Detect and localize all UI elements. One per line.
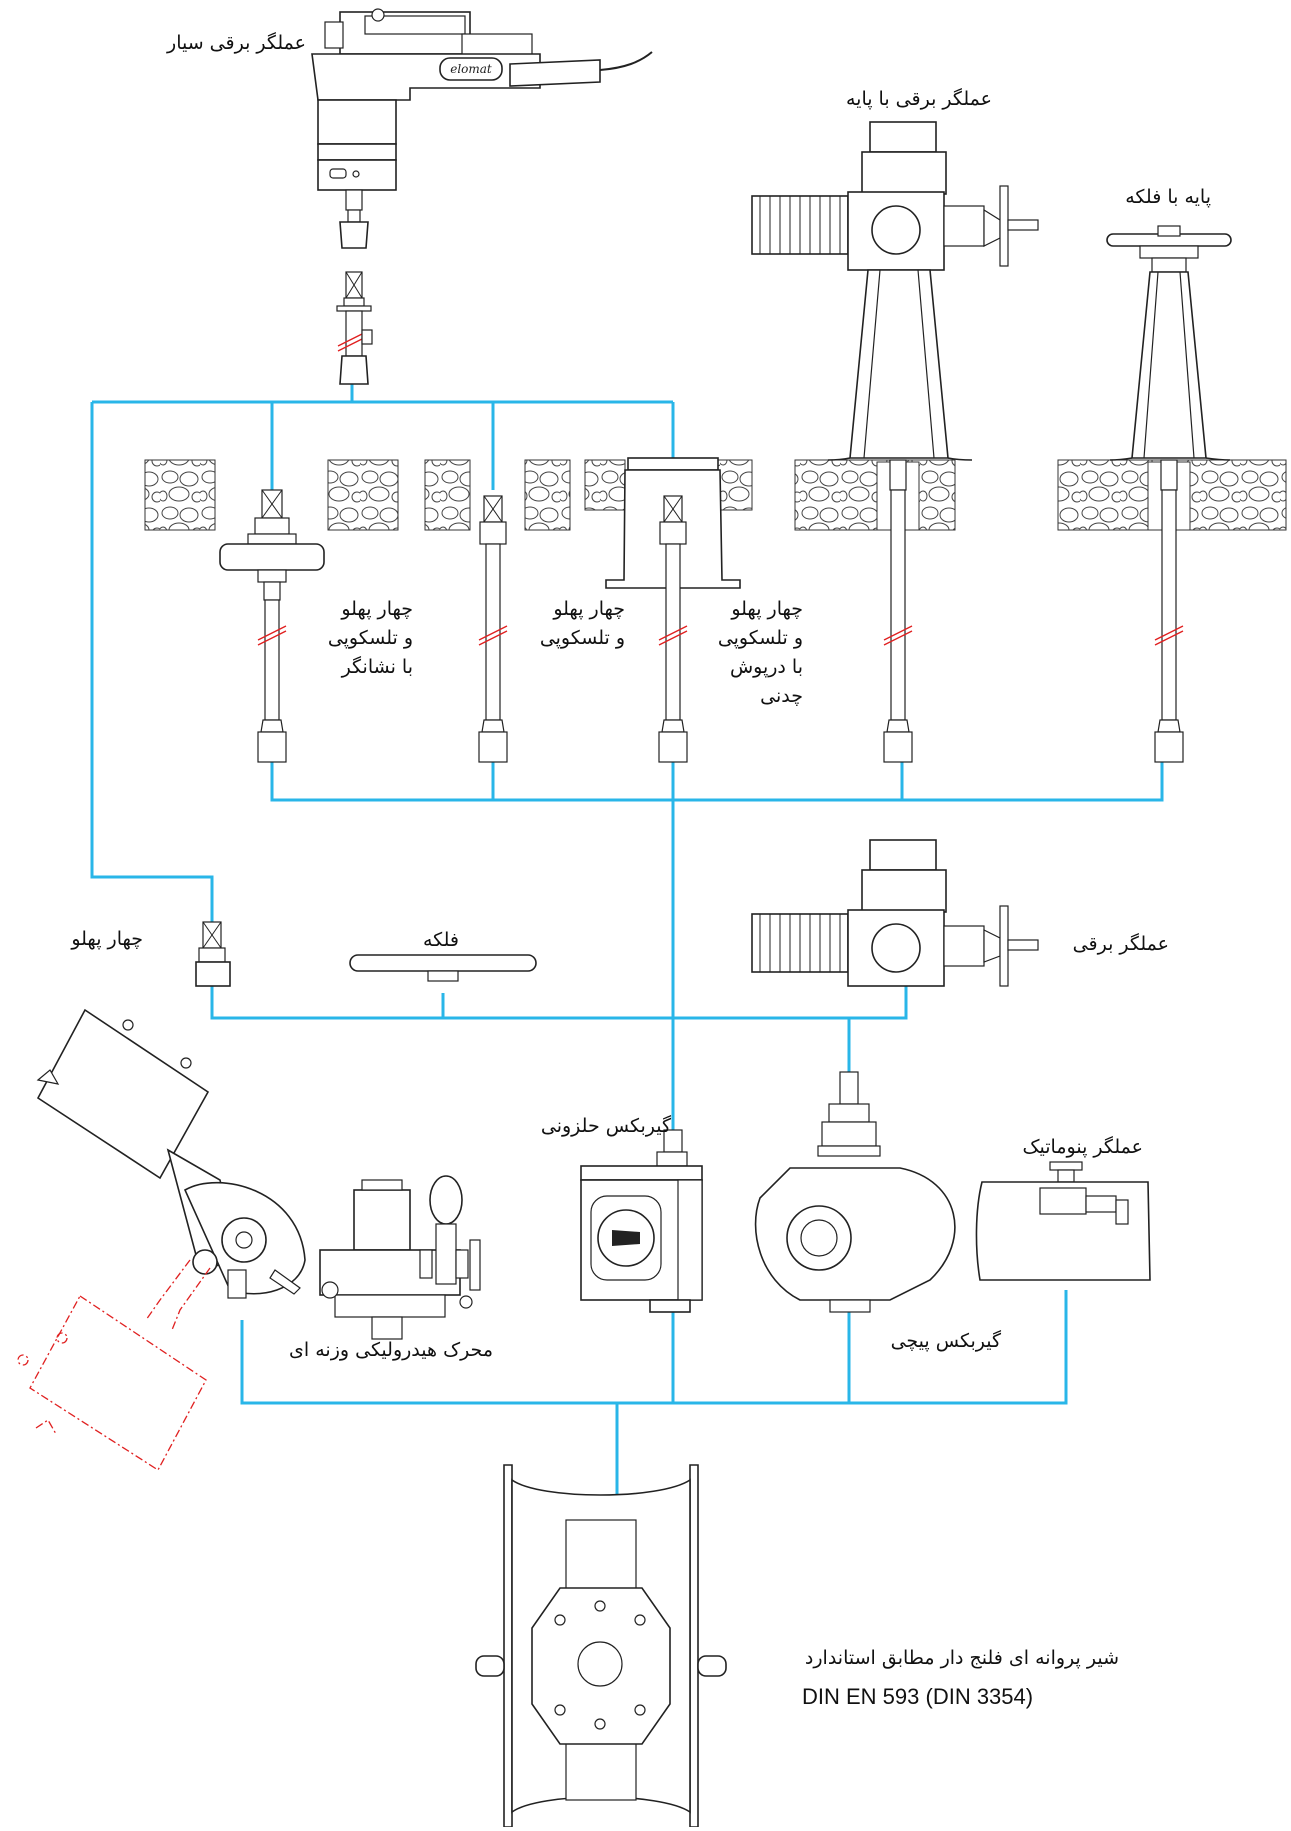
pneumatic-actuator-drawing xyxy=(975,1161,1151,1281)
label-worm-gearbox: گیربکس حلزونی xyxy=(540,1115,671,1137)
label-line: چهار پهلو xyxy=(341,598,413,620)
label-portable-actuator: عملگر برقی سیار xyxy=(167,32,306,54)
label-telescopic: چهار پهلو و تلسکوپی xyxy=(540,595,625,653)
telescopic-cover-drawing xyxy=(605,457,741,763)
handwheel-drawing xyxy=(349,954,537,982)
portable-actuator-drawing: elomat xyxy=(311,8,653,385)
label-hydraulic-drive: محرک هیدرولیکی وزنه ای xyxy=(289,1339,493,1361)
label-pedestal-with-handwheel: پایه با فلکه xyxy=(1125,186,1211,208)
label-line: و تلسکوپی xyxy=(539,627,625,649)
label-line: چهار پهلو xyxy=(553,598,625,620)
label-electric-actuator: عملگر برقی xyxy=(1072,933,1169,955)
label-telescopic-cover: چهار پهلو و تلسکوپی با درپوش چدنی xyxy=(718,595,803,711)
pedestal-actuator-drawing xyxy=(751,121,1039,763)
label-butterfly-valve: شیر پروانه ای فلنج دار مطابق استاندارد xyxy=(804,1647,1119,1669)
label-pneumatic-actuator: عملگر پنوماتیک xyxy=(1022,1136,1143,1158)
electric-actuator-drawing xyxy=(751,839,1039,987)
spur-gearbox-drawing xyxy=(754,1071,956,1313)
pedestal-handwheel-drawing xyxy=(1106,225,1232,763)
ground-soil xyxy=(144,459,1287,531)
worm-gearbox-drawing xyxy=(580,1129,703,1313)
label-line: با نشانگر xyxy=(341,656,413,678)
square-drawing xyxy=(195,921,231,987)
brand-logo: elomat xyxy=(450,62,492,76)
label-line: چدنی xyxy=(760,685,803,707)
telescopic-drawing xyxy=(478,495,508,763)
label-spur-gearbox: گیربکس پیچی xyxy=(890,1330,1001,1352)
butterfly-valve-drawing xyxy=(475,1464,727,1828)
label-line: و تلسکوپی xyxy=(717,627,803,649)
label-line: با درپوش xyxy=(729,656,803,678)
label-square: چهار پهلو xyxy=(71,928,143,950)
label-handwheel: فلکه xyxy=(422,929,459,951)
label-actuator-with-pedestal: عملگر برقی با پایه xyxy=(845,88,992,110)
label-line: و تلسکوپی xyxy=(327,627,413,649)
telescopic-indicator-drawing xyxy=(219,489,325,763)
hydraulic-drive-drawing xyxy=(36,1008,481,1340)
counterweight-phantom-drawing xyxy=(17,1259,211,1471)
label-standard: DIN EN 593 (DIN 3354) xyxy=(802,1684,1034,1709)
label-line: چهار پهلو xyxy=(731,598,803,620)
label-telescopic-indicator: چهار پهلو و تلسکوپی با نشانگر xyxy=(328,595,413,682)
